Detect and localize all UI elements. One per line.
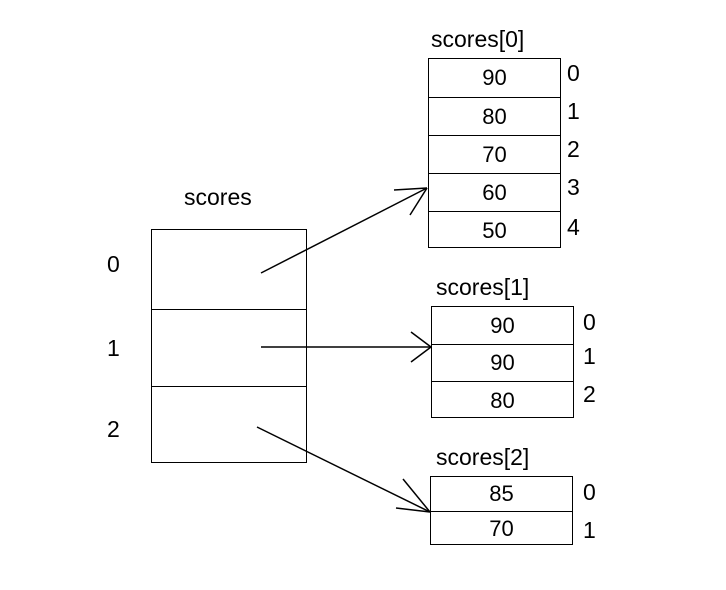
scores0-index-2: 2 xyxy=(567,136,580,162)
scores0-cell-4: 50 xyxy=(429,211,560,249)
scores2-array-box: 85 70 xyxy=(430,476,573,545)
scores-cell-1 xyxy=(152,309,306,386)
scores0-cell-2: 70 xyxy=(429,135,560,173)
scores-index-2: 2 xyxy=(107,416,120,442)
scores1-array-box: 90 90 80 xyxy=(431,306,574,418)
scores2-index-1: 1 xyxy=(583,517,596,543)
scores-index-0: 0 xyxy=(107,251,120,277)
scores0-index-3: 3 xyxy=(567,174,580,200)
scores2-cell-0: 85 xyxy=(489,481,514,506)
scores0-index-4: 4 xyxy=(567,214,580,240)
scores0-index-1: 1 xyxy=(567,98,580,124)
scores0-array-box: 90 80 70 60 50 xyxy=(428,58,561,248)
scores-array-box xyxy=(151,229,307,463)
scores0-cell-0: 90 xyxy=(482,65,507,90)
scores1-cell-2: 80 xyxy=(432,381,573,419)
scores0-array-title: scores[0] xyxy=(431,26,525,52)
scores1-array-title: scores[1] xyxy=(436,274,530,300)
scores2-index-0: 0 xyxy=(583,479,596,505)
scores0-cell-3: 60 xyxy=(429,173,560,211)
scores2-array-title: scores[2] xyxy=(436,444,530,470)
scores0-index-0: 0 xyxy=(567,60,580,86)
scores1-index-2: 2 xyxy=(583,381,596,407)
scores1-index-1: 1 xyxy=(583,343,596,369)
scores-cell-0 xyxy=(152,230,306,309)
scores-array-title: scores xyxy=(184,184,252,210)
scores1-cell-0: 90 xyxy=(490,312,515,338)
scores1-cell-1: 90 xyxy=(432,344,573,381)
scores-cell-2 xyxy=(152,386,306,464)
scores2-cell-1: 70 xyxy=(431,511,572,546)
scores1-index-0: 0 xyxy=(583,309,596,335)
scores-index-1: 1 xyxy=(107,335,120,361)
scores0-cell-1: 80 xyxy=(429,97,560,135)
